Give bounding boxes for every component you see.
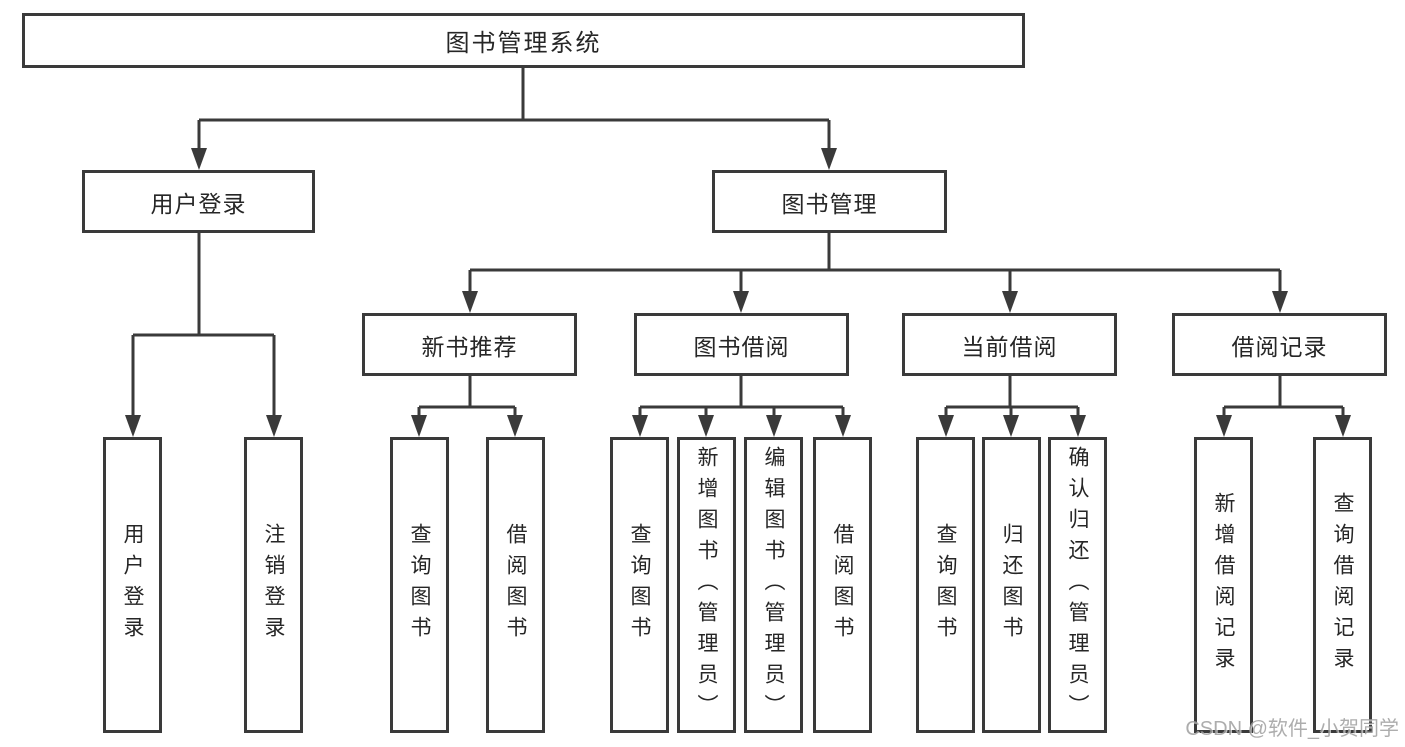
node-label: 借阅图书 [831,523,854,647]
watermark: CSDN @软件_小贺同学 [1185,718,1399,740]
node-label: 用户登录 [121,523,144,647]
leaf-recommend-query-books: 查询图书 [390,437,449,733]
leaf-query-borrowing-record: 查询借阅记录 [1313,437,1372,733]
node-label: 查询借阅记录 [1331,492,1354,678]
node-label: 借阅记录 [1231,333,1328,360]
node-book-borrowing: 图书借阅 [634,313,849,376]
node-label: 图书管理系统 [445,30,602,57]
leaf-confirm-return-admin: 确认归还（管理员） [1048,437,1107,733]
node-label: 查询图书 [628,523,651,647]
node-label: 图书管理 [781,190,878,217]
node-label: 注销登录 [262,523,285,647]
leaf-add-books-admin: 新增图书（管理员） [677,437,736,733]
node-label: 图书借阅 [693,333,790,360]
node-label: 查询图书 [934,523,957,647]
node-label: 用户登录 [150,190,247,217]
leaf-user-login: 用户登录 [103,437,162,733]
node-label: 编辑图书（管理员） [762,445,785,725]
node-library-management-system: 图书管理系统 [22,13,1025,68]
node-label: 确认归还（管理员） [1066,445,1089,725]
node-label: 当前借阅 [961,333,1058,360]
node-new-book-recommendation: 新书推荐 [362,313,577,376]
node-label: 借阅图书 [504,523,527,647]
leaf-current-query-books: 查询图书 [916,437,975,733]
leaf-borrowing-borrow-books: 借阅图书 [813,437,872,733]
leaf-logout-login: 注销登录 [244,437,303,733]
node-label: 新书推荐 [421,333,518,360]
leaf-borrowing-query-books: 查询图书 [610,437,669,733]
node-book-management: 图书管理 [712,170,947,233]
node-label: 新增图书（管理员） [695,445,718,725]
node-label: 新增借阅记录 [1212,492,1235,678]
node-user-login: 用户登录 [82,170,315,233]
node-label: 查询图书 [408,523,431,647]
leaf-return-books: 归还图书 [982,437,1041,733]
leaf-edit-books-admin: 编辑图书（管理员） [744,437,803,733]
node-borrowing-records: 借阅记录 [1172,313,1387,376]
leaf-add-borrowing-record: 新增借阅记录 [1194,437,1253,733]
node-current-borrowing: 当前借阅 [902,313,1117,376]
node-label: 归还图书 [1000,523,1023,647]
leaf-recommend-borrow-books: 借阅图书 [486,437,545,733]
